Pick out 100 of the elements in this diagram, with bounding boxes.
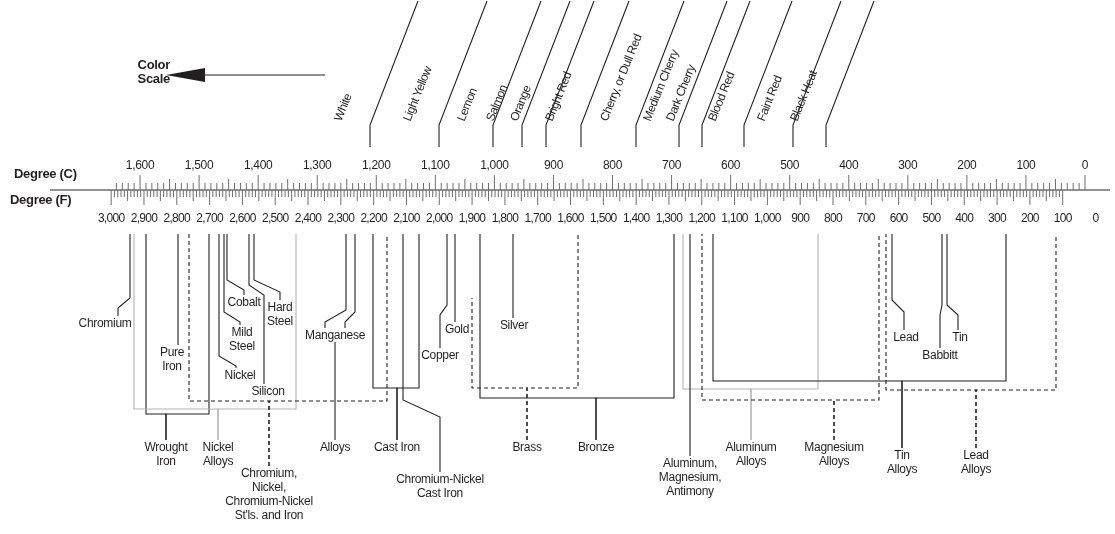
tick-label: 500 bbox=[922, 211, 941, 225]
tick-label: 0 bbox=[1092, 211, 1099, 225]
axis-title: Degree (F) bbox=[10, 193, 72, 207]
material-label: Tin bbox=[952, 330, 968, 344]
leader-line bbox=[946, 233, 959, 331]
material-label: Silicon bbox=[251, 384, 285, 398]
leader-line bbox=[891, 233, 905, 331]
leader-line bbox=[248, 233, 265, 385]
tick-label: 1,300 bbox=[655, 211, 683, 225]
leader-line bbox=[743, 0, 793, 148]
tick-label: 100 bbox=[1016, 158, 1036, 172]
color-name: Blood Red bbox=[705, 69, 738, 123]
tick-label: 1,100 bbox=[421, 158, 450, 172]
tick-label: 2,600 bbox=[229, 211, 256, 225]
material-label: Bronze bbox=[577, 440, 615, 454]
tick-label: 400 bbox=[955, 211, 974, 225]
tick-label: 1,300 bbox=[302, 158, 332, 172]
tick-label: 1,200 bbox=[688, 211, 716, 225]
material-label: Cobalt bbox=[227, 295, 261, 309]
tick-label: 2,200 bbox=[360, 211, 387, 225]
leader-line bbox=[324, 233, 347, 329]
scale-title: Color Scale bbox=[136, 58, 170, 86]
material-label: Gold bbox=[444, 322, 470, 336]
tick-label: 800 bbox=[824, 211, 842, 225]
leader-line bbox=[901, 233, 1007, 449]
color-name: Bright Red bbox=[542, 69, 575, 123]
leader-line bbox=[217, 233, 297, 441]
tick-label: 3,000 bbox=[97, 211, 125, 225]
tick-label: 600 bbox=[889, 211, 908, 225]
tick-label: 0 bbox=[1081, 158, 1089, 172]
tick-label: 200 bbox=[1020, 211, 1039, 225]
material-label: Lead Alloys bbox=[957, 448, 995, 476]
leader-line bbox=[177, 233, 179, 346]
color-name: Light Yellow bbox=[400, 64, 435, 123]
tick-label: 300 bbox=[898, 158, 918, 172]
tick-label: 1,500 bbox=[184, 158, 214, 172]
tick-label: 1,400 bbox=[243, 158, 273, 172]
material-label: Chromium-Nickel Cast Iron bbox=[394, 472, 486, 500]
leader-line bbox=[580, 0, 630, 148]
leader-line bbox=[223, 233, 241, 326]
leader-line bbox=[512, 233, 514, 319]
tick-label: 1,100 bbox=[721, 211, 748, 225]
tick-label: 200 bbox=[957, 158, 977, 172]
leader-line bbox=[833, 233, 880, 441]
leader-line bbox=[439, 233, 448, 349]
leader-line bbox=[454, 233, 456, 323]
tick-label: 400 bbox=[839, 158, 859, 172]
tick-label: 2,700 bbox=[196, 211, 223, 225]
tick-label: 2,900 bbox=[130, 211, 158, 225]
leader-line bbox=[526, 233, 579, 441]
tick-label: 1,000 bbox=[754, 211, 781, 225]
tick-label: 700 bbox=[856, 211, 875, 225]
leader-line bbox=[334, 341, 336, 441]
leader-line bbox=[226, 233, 245, 296]
leader-line bbox=[939, 233, 943, 349]
color-name: Lemon bbox=[454, 86, 480, 123]
tick-label: 900 bbox=[791, 211, 810, 225]
leader-line bbox=[678, 0, 728, 148]
tick-label: 800 bbox=[602, 158, 623, 172]
material-label: Lead bbox=[893, 330, 919, 344]
material-label: Cast Iron bbox=[374, 440, 420, 454]
tick-label: 1,500 bbox=[590, 211, 617, 225]
material-label: Chromium bbox=[78, 316, 132, 330]
material-label: Silver bbox=[499, 318, 529, 332]
tick-label: 1,000 bbox=[480, 158, 509, 172]
material-label: Wrought Iron bbox=[141, 440, 191, 468]
material-label: Brass bbox=[512, 440, 542, 454]
color-name: Black Heat bbox=[787, 68, 820, 123]
tick-label: 100 bbox=[1053, 211, 1072, 225]
tick-label: 1,700 bbox=[524, 211, 551, 225]
leader-line bbox=[117, 233, 131, 317]
material-label: Manganese bbox=[305, 328, 365, 342]
tick-label: 2,800 bbox=[163, 211, 191, 225]
tick-label: 2,500 bbox=[261, 211, 289, 225]
color-name: White bbox=[331, 91, 355, 123]
leader-line bbox=[402, 233, 441, 473]
material-label: Aluminum, Magnesium, Antimony bbox=[657, 456, 723, 498]
tick-label: 900 bbox=[543, 158, 563, 172]
material-label: Babbitt bbox=[922, 348, 958, 362]
leader-line bbox=[369, 0, 419, 148]
material-label: Hard Steel bbox=[265, 300, 295, 328]
material-label: Tin Alloys bbox=[883, 448, 921, 476]
leader-line bbox=[396, 233, 420, 441]
leader-line bbox=[521, 0, 571, 148]
leader-line bbox=[750, 233, 819, 441]
material-label: Magnesium Alloys bbox=[802, 440, 866, 468]
tick-label: 1,900 bbox=[458, 211, 486, 225]
leader-line bbox=[595, 233, 675, 441]
leader-line bbox=[344, 233, 356, 329]
material-label: Aluminum Alloys bbox=[723, 440, 779, 468]
leader-line bbox=[825, 0, 875, 148]
tick-label: 2,400 bbox=[294, 211, 322, 225]
tick-label: 2,000 bbox=[426, 211, 453, 225]
leader-line bbox=[701, 0, 751, 148]
tick-label: 1,600 bbox=[125, 158, 155, 172]
tick-label: 600 bbox=[721, 158, 741, 172]
leader-line bbox=[545, 0, 595, 148]
tick-label: 500 bbox=[780, 158, 800, 172]
color-name: Orange bbox=[507, 83, 534, 123]
material-label: Pure Iron bbox=[158, 345, 186, 373]
